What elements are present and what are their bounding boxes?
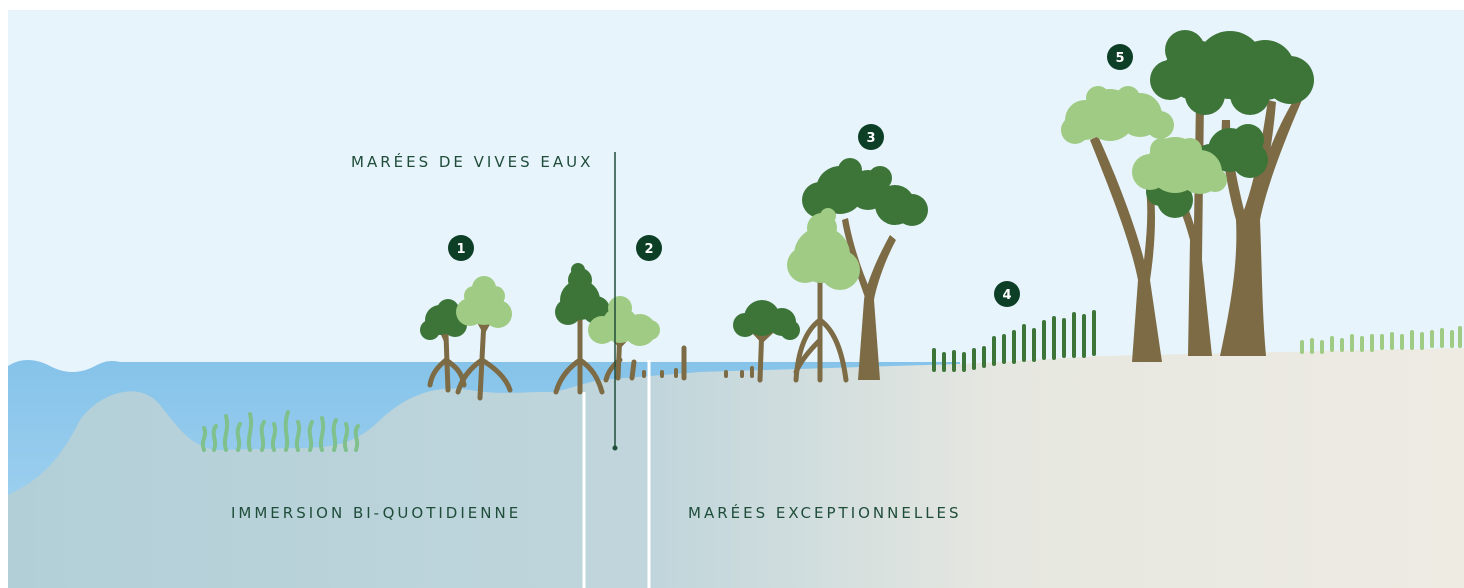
label-spring-tides: MARÉES DE VIVES EAUX	[351, 152, 593, 171]
dry-grass-right	[1300, 326, 1462, 354]
marker-4: 4	[994, 281, 1020, 307]
mangrove-tree-3	[724, 158, 928, 383]
marker-1-label: 1	[456, 242, 465, 257]
mangrove-tree-2	[553, 263, 687, 395]
label-exceptional-tides: MARÉES EXCEPTIONNELLES	[688, 503, 962, 522]
marker-5-label: 5	[1115, 51, 1124, 66]
mangrove-tree-1	[420, 276, 513, 401]
label-twice-daily-immersion: IMMERSION BI-QUOTIDIENNE	[231, 504, 521, 522]
marker-3-label: 3	[866, 131, 875, 146]
marker-4-label: 4	[1002, 288, 1011, 303]
marker-2-label: 2	[644, 242, 653, 257]
marker-3: 3	[858, 124, 884, 150]
marker-2: 2	[636, 235, 662, 261]
ground	[8, 348, 1464, 588]
marker-5: 5	[1107, 44, 1133, 70]
spring-tides-line-end	[612, 445, 618, 451]
marker-1: 1	[448, 235, 474, 261]
tall-tree-group-5	[1061, 30, 1314, 362]
reed-clump-4	[932, 310, 1096, 372]
seagrass	[200, 410, 360, 452]
